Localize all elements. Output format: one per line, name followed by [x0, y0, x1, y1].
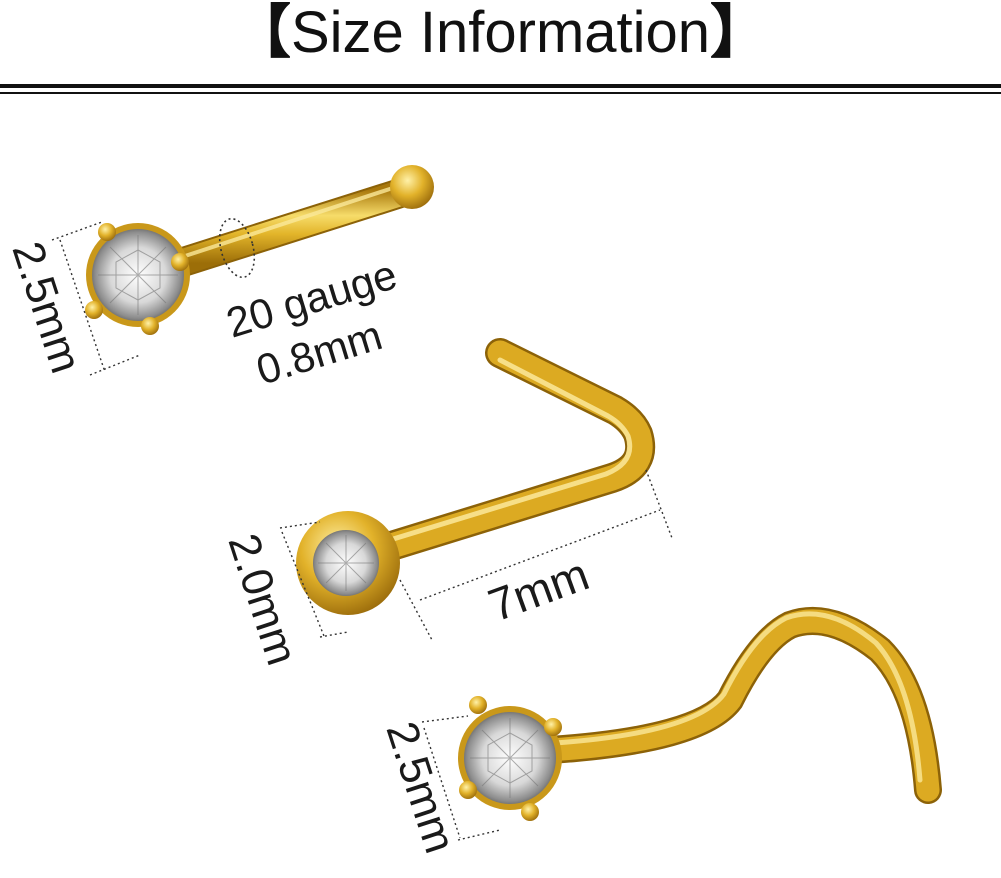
title-bracket-right: 】	[710, 0, 769, 65]
title-bracket-left: 【	[232, 0, 291, 65]
length-label: 7mm	[482, 548, 596, 632]
stud-dimension-lines	[51, 221, 141, 376]
header-rule-thin	[0, 92, 1001, 94]
page-title: 【Size Information】	[0, 0, 1001, 70]
screw-diameter-label: 2.5mm	[376, 716, 464, 859]
l-bend-diameter-label: 2.0mm	[218, 528, 306, 671]
screw-dimension-lines	[421, 715, 501, 841]
title-text: Size Information	[290, 0, 711, 65]
stud-diameter-label: 2.5mm	[2, 236, 90, 379]
straight-stud	[51, 165, 434, 376]
header-rule-thick	[0, 84, 1001, 88]
gauge-indicator	[218, 217, 256, 279]
l-bend-dimension-lines	[279, 469, 673, 641]
l-bend-stud	[279, 338, 673, 641]
stud-ball-end	[390, 165, 434, 209]
screw-stud	[421, 606, 942, 841]
